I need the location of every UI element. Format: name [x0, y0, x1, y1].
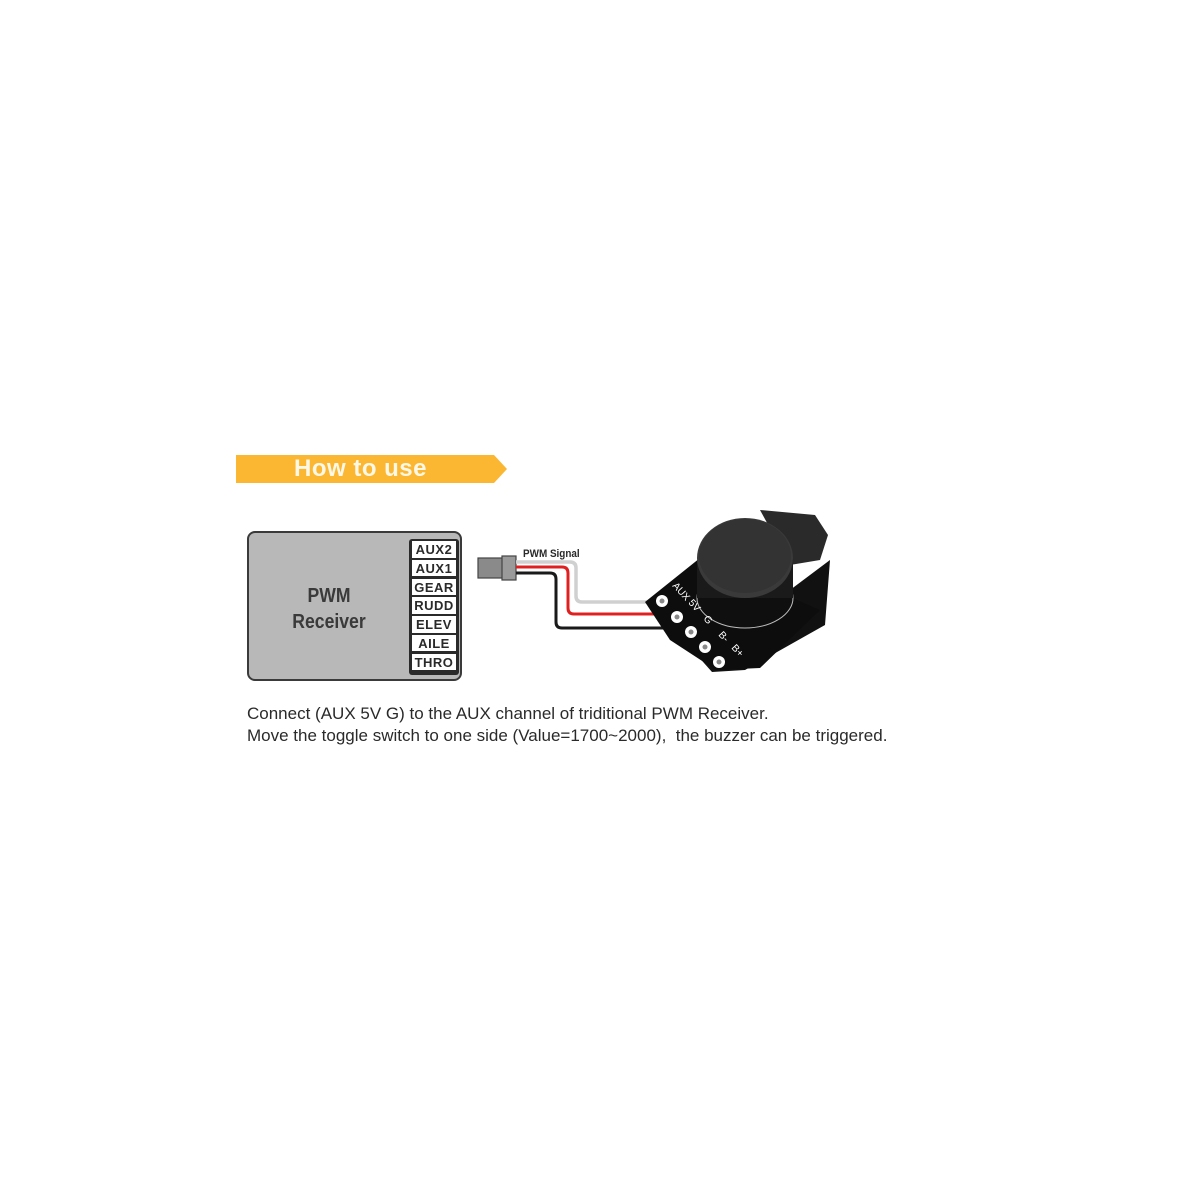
buzzer-icon: [696, 510, 828, 629]
receiver-title: PWM Receiver: [276, 583, 382, 635]
channel-aile: AILE: [412, 634, 456, 652]
pwm-receiver: PWM Receiver AUX2 AUX1 GEAR RUDD ELEV AI…: [247, 531, 462, 681]
banner-title: How to use: [294, 455, 428, 482]
how-to-use-banner: How to use: [236, 455, 507, 483]
instruction-line-2: Move the toggle switch to one side (Valu…: [247, 726, 888, 745]
instructions: Connect (AUX 5V G) to the AUX channel of…: [247, 703, 887, 747]
wires: [516, 560, 690, 630]
channel-elev: ELEV: [412, 616, 456, 633]
buzzer-board: AUX 5V G B- B+: [645, 510, 830, 672]
channel-aux2: AUX2: [412, 541, 456, 558]
channel-gear: GEAR: [412, 578, 456, 596]
pwm-signal-label: PWM Signal: [523, 548, 580, 560]
channel-rudd: RUDD: [412, 597, 456, 614]
servo-connector-icon: [477, 555, 517, 581]
channel-thro: THRO: [412, 653, 456, 671]
channel-list: AUX2 AUX1 GEAR RUDD ELEV AILE THRO: [409, 539, 459, 675]
receiver-title-line1: PWM: [307, 585, 351, 607]
instruction-line-1: Connect (AUX 5V G) to the AUX channel of…: [247, 704, 769, 723]
receiver-title-line2: Receiver: [292, 611, 366, 633]
solder-pads: [656, 595, 725, 668]
banner-arrow-shape: [236, 455, 507, 483]
channel-aux1: AUX1: [412, 559, 456, 577]
